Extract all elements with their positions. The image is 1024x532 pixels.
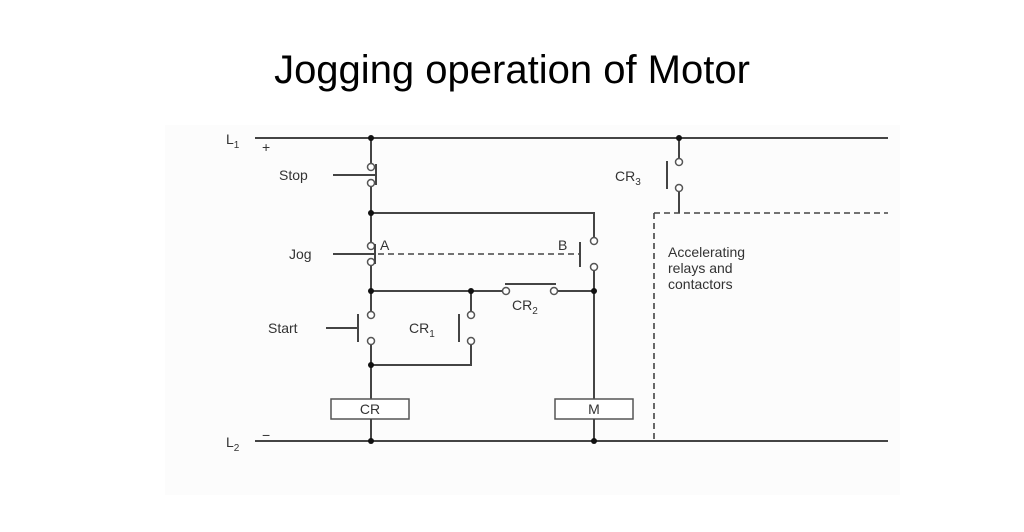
cr1-contact xyxy=(371,291,476,366)
diagram-background xyxy=(165,125,900,495)
jog-button xyxy=(333,236,599,272)
point-a-label: A xyxy=(380,237,390,253)
point-b-label: B xyxy=(558,237,567,253)
cr2-label: CR2 xyxy=(512,297,538,317)
stop-label: Stop xyxy=(279,167,308,183)
motor-coil-label: M xyxy=(588,401,600,417)
accel-text-line-3: contactors xyxy=(668,276,733,292)
start-button xyxy=(326,310,376,346)
slide-title: Jogging operation of Motor xyxy=(274,48,750,92)
start-label: Start xyxy=(268,320,298,336)
accel-text-line-2: relays and xyxy=(668,260,733,276)
cr-coil-label: CR xyxy=(360,401,380,417)
l2-label: L2 xyxy=(226,434,240,454)
cr2-contact xyxy=(501,283,559,296)
l2-minus-sign: − xyxy=(262,427,270,443)
jog-label: Jog xyxy=(289,246,312,262)
l1-plus-sign: + xyxy=(262,139,270,155)
junction-dots xyxy=(368,135,682,444)
cr3-contact xyxy=(666,138,684,213)
l1-label: L1 xyxy=(226,131,240,151)
stop-button xyxy=(333,138,377,242)
cr3-label: CR3 xyxy=(615,168,641,188)
accel-text-line-1: Accelerating xyxy=(668,244,745,260)
cr1-label: CR1 xyxy=(409,320,435,340)
